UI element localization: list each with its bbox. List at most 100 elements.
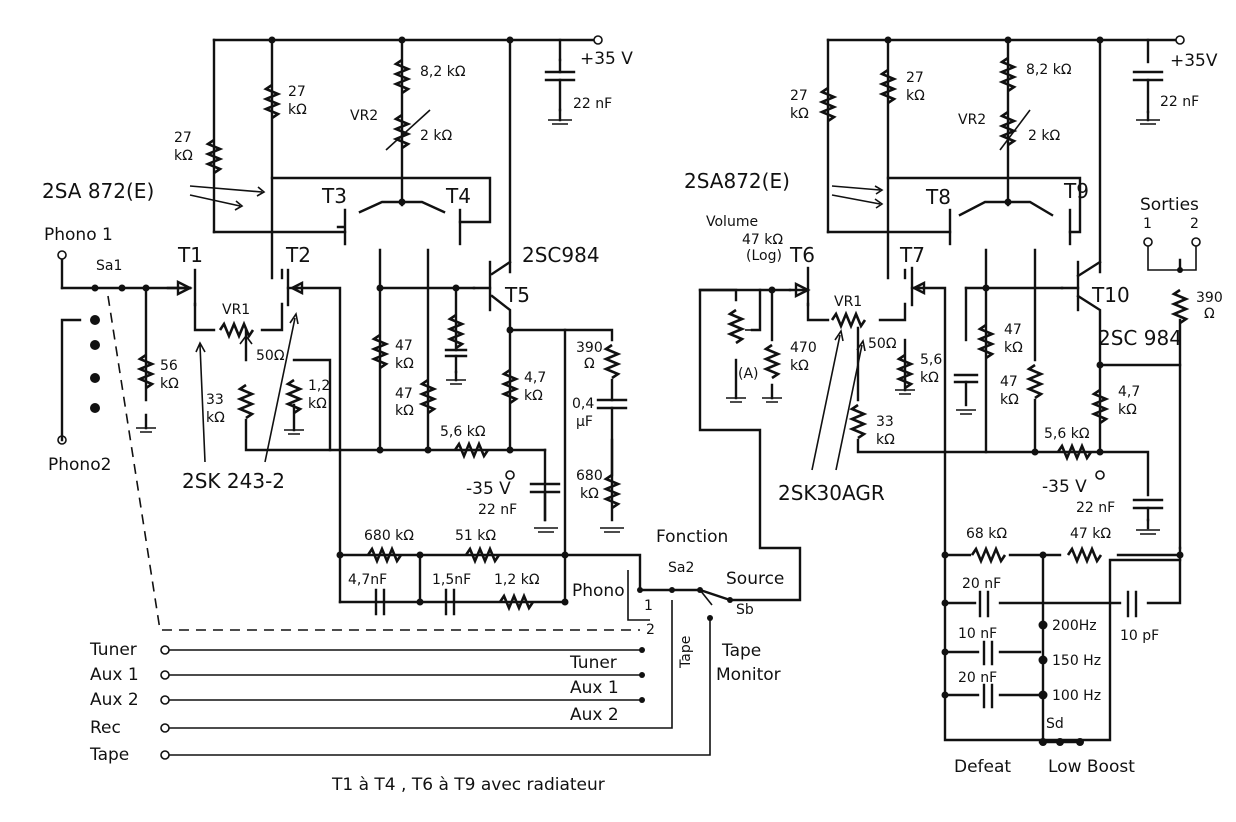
left-preamp-capacitors [374,58,628,616]
label-vol-val: 47 kΩ [742,232,783,248]
label-c20n-a: 20 nF [962,576,1001,592]
label-r51k: 51 kΩ [455,528,496,544]
label-r47a-left-u: kΩ [395,356,414,372]
phono-selector-switch [60,258,640,631]
label-f100: 100 Hz [1052,688,1101,704]
label-r56-left-u: kΩ [160,376,179,392]
label-r47k: 47 kΩ [1070,526,1111,542]
label-r56-left: 56 [160,358,178,374]
label-r470: 470 [790,340,817,356]
label-vr2-right-val: 2 kΩ [1028,128,1060,144]
label-r56k-left: 5,6 kΩ [440,424,486,440]
label-r470-u: kΩ [790,358,809,374]
label-r33-left: 33 [206,392,224,408]
label-r68k: 68 kΩ [966,526,1007,542]
label-r56-right: 5,6 [920,352,942,368]
label-tape-vertical: Tape [678,636,694,669]
component-labels: Phono 1 Sa1 Phono2 T1 T2 T3 T4 T5 VR1 50… [42,49,1223,795]
label-r27a-right: 27 [790,88,808,104]
label-r56k-right: 5,6 kΩ [1044,426,1090,442]
label-sk243: 2SK 243-2 [182,469,285,493]
label-sa2: Sa2 [668,560,694,576]
label-r56-right-u: kΩ [920,370,939,386]
label-source: Source [726,569,784,589]
label-c15n: 1,5nF [432,572,471,588]
label-r47b-right: 47 [1000,374,1018,390]
label-out2: 2 [1190,216,1199,232]
label-pos1: 1 [644,598,653,614]
label-vr1-right: VR1 [834,294,862,310]
label-vr2-right: VR2 [958,112,986,128]
label-r47a-left: 47 [395,338,413,354]
label-r82-left: 8,2 kΩ [420,64,466,80]
label-r47c-right-u: kΩ [1118,402,1137,418]
label-t8: T8 [925,185,951,209]
label-out1: 1 [1143,216,1152,232]
label-t6: T6 [789,243,815,267]
label-sc984-left: 2SC984 [522,243,600,267]
label-sorties: Sorties [1140,195,1199,215]
label-vr2-left-val: 2 kΩ [420,128,452,144]
label-fonction: Fonction [656,527,728,547]
label-f200: 200Hz [1052,618,1097,634]
label-r12-left-u: kΩ [308,396,327,412]
label-sk30: 2SK30AGR [778,481,885,505]
label-c04: 0,4 [572,396,594,412]
label-phono1: Phono 1 [44,225,113,245]
label-footer: T1 à T4 , T6 à T9 avec radiateur [331,775,605,795]
label-r33-right-u: kΩ [876,432,895,448]
label-t7: T7 [899,243,925,267]
left-grounds [136,108,624,533]
label-r47c-left-u: kΩ [524,388,543,404]
label-r27a-left-u: kΩ [174,148,193,164]
label-sa872-right: 2SA872(E) [684,169,790,193]
label-r390-left: 390 [576,340,603,356]
label-r27a-left: 27 [174,130,192,146]
right-amp-resistors [726,56,1190,565]
input-bus-lines [160,600,711,760]
label-r680-left-u: kΩ [580,486,599,502]
label-r27a-right-u: kΩ [790,106,809,122]
label-c20n-b: 20 nF [958,670,997,686]
label-r680k: 680 kΩ [364,528,414,544]
label-vr1-left-val: 50Ω [256,348,285,364]
label-r47b-left-u: kΩ [395,403,414,419]
label-t4: T4 [445,184,471,208]
label-c47n: 4,7nF [348,572,387,588]
label-r27b-left: 27 [288,84,306,100]
label-r12-left: 1,2 [308,378,330,394]
label-r27b-left-u: kΩ [288,102,307,118]
label-r27b-right: 27 [906,70,924,86]
label-c10p: 10 pF [1120,628,1159,644]
label-t5: T5 [504,283,530,307]
right-grounds [726,110,1160,535]
right-junction-dots [768,35,1201,746]
left-junction-dots [57,35,603,606]
label-t3: T3 [321,184,347,208]
label-r27b-right-u: kΩ [906,88,925,104]
annotation-arrows [189,185,884,471]
label-sc984-right: 2SC 984 [1098,326,1182,350]
label-t10: T10 [1091,283,1130,307]
label-t9: T9 [1063,179,1089,203]
label-c22-left-bot: 22 nF [478,502,517,518]
label-r680-left: 680 [576,468,603,484]
label-phono-sw: Phono [572,581,625,601]
label-r47a-right: 47 [1004,322,1022,338]
label-c04-u: μF [576,414,593,430]
label-r12k: 1,2 kΩ [494,572,540,588]
label-vr1-right-val: 50Ω [868,336,897,352]
label-in-rec: Rec [90,718,121,738]
label-volume: Volume [706,214,758,230]
label-in-aux2: Aux 2 [90,690,139,710]
label-sb: Sb [736,602,754,618]
label-c22-right-top: 22 nF [1160,94,1199,110]
left-preamp-resistors [136,58,622,612]
label-vminus-left: -35 V [466,479,511,499]
right-amp-capacitors [953,70,1164,709]
label-tape-monitor-2: Monitor [716,665,781,685]
left-preamp-wiring [60,38,642,604]
label-vplus-right: +35V [1170,51,1218,71]
label-r390-left-u: Ω [584,356,595,372]
label-r47b-left: 47 [395,386,413,402]
